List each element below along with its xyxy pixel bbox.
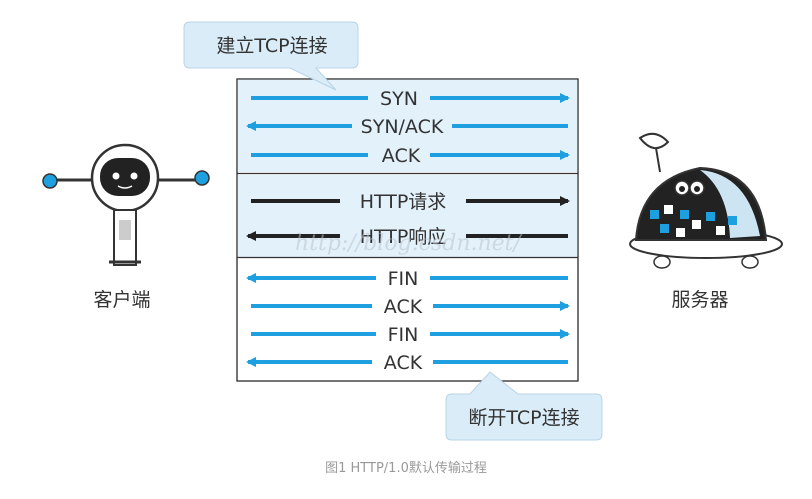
http-request-arrow: HTTP请求: [251, 191, 570, 213]
http-response-label: HTTP响应: [360, 226, 447, 248]
callout-establish: 建立TCP连接: [183, 21, 359, 91]
ack-arrow-3: ACK: [246, 352, 568, 374]
server-label: 服务器: [671, 289, 728, 311]
http-request-label: HTTP请求: [360, 191, 447, 213]
callout-establish-text: 建立TCP连接: [216, 35, 327, 57]
watermark: http://blog.csdn.net/: [295, 231, 523, 256]
syn-arrow: SYN: [251, 88, 570, 110]
ack-arrow-2: ACK: [251, 296, 570, 318]
ack-label-2: ACK: [384, 296, 423, 318]
fin-label-1: FIN: [388, 268, 419, 290]
callout-disconnect: 断开TCP连接: [445, 371, 603, 441]
server-robot-icon: [629, 132, 783, 269]
syn-label: SYN: [380, 88, 418, 110]
client-label: 客户端: [93, 289, 150, 311]
http-response-arrow: HTTP响应: [246, 226, 568, 248]
fin-label-2: FIN: [388, 324, 419, 346]
ack-label-3: ACK: [384, 352, 423, 374]
handshake-arrows: SYN SYN/ACK ACK: [246, 88, 570, 167]
syn-ack-label: SYN/ACK: [361, 116, 444, 138]
ack-label-handshake: ACK: [382, 145, 421, 167]
callout-disconnect-text: 断开TCP连接: [468, 407, 579, 429]
client-robot-icon: [42, 143, 210, 266]
ack-arrow-handshake: ACK: [251, 145, 570, 167]
syn-ack-arrow: SYN/ACK: [246, 116, 568, 138]
figure-caption: 图1 HTTP/1.0默认传输过程: [325, 460, 487, 476]
http-panel: [237, 175, 578, 257]
fin-arrow-2: FIN: [251, 324, 570, 346]
fin-arrow-1: FIN: [246, 268, 568, 290]
http-arrows: HTTP请求 HTTP响应 http://blog.csdn.net/: [246, 191, 570, 256]
teardown-arrows: FIN ACK FIN ACK: [246, 268, 570, 374]
